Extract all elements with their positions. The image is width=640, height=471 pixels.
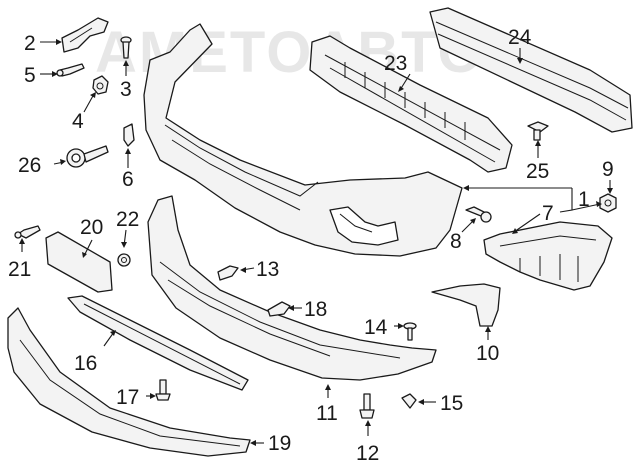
callout-3: 3: [120, 78, 132, 101]
callout-4: 4: [72, 110, 84, 133]
callout-13: 13: [256, 258, 279, 281]
part-23-absorber: [309, 35, 513, 173]
part-22-nut: [117, 253, 131, 267]
part-14-screw: [403, 322, 417, 341]
part-9-nut: [599, 193, 617, 213]
callout-9: 9: [602, 158, 614, 181]
callout-26: 26: [18, 154, 41, 177]
callout-15: 15: [440, 392, 463, 415]
callout-17: 17: [116, 386, 139, 409]
callout-20: 20: [80, 216, 103, 239]
callout-24: 24: [508, 26, 532, 49]
callout-16: 16: [74, 352, 97, 375]
part-11-lower-bumper: [147, 195, 437, 381]
callout-21: 21: [8, 258, 31, 281]
callout-18: 18: [304, 298, 327, 321]
part-12-bolt: [359, 393, 375, 419]
callout-1: 1: [578, 188, 590, 211]
part-5-screw: [56, 63, 85, 77]
callout-5: 5: [24, 64, 36, 87]
part-13-clip: [217, 265, 239, 281]
part-1-bumper-cover: [143, 23, 463, 257]
part-16-lower-trim: [67, 295, 249, 391]
callout-23: 23: [384, 52, 407, 75]
callout-19: 19: [268, 432, 291, 455]
callout-12: 12: [356, 442, 379, 465]
callout-11: 11: [316, 402, 338, 425]
part-15-clip: [401, 393, 417, 409]
part-6-clip: [123, 123, 135, 147]
callout-numbers: 2 5 3 4 26 6 23 24 25 9 1 7 8 10 20 22 2…: [8, 26, 614, 465]
part-4-nut: [92, 75, 109, 95]
callout-14: 14: [364, 316, 388, 339]
part-21-screw: [14, 225, 41, 239]
callout-22: 22: [116, 208, 139, 231]
part-2-bracket: [61, 17, 109, 53]
callout-2: 2: [24, 32, 36, 55]
part-26-tow-eye: [66, 145, 109, 168]
part-10-bezel: [431, 283, 501, 327]
part-20-license-bracket: [45, 231, 113, 293]
part-19-lower-spoiler: [7, 307, 251, 457]
callout-6: 6: [122, 168, 134, 191]
part-3-bolt: [120, 36, 132, 59]
part-25-bolt: [527, 121, 549, 141]
callout-25: 25: [526, 160, 549, 183]
callout-10: 10: [476, 342, 499, 365]
part-7-side-bracket: [483, 221, 613, 291]
callout-8: 8: [450, 230, 462, 253]
part-24-reinforcement-beam: [429, 7, 633, 133]
callout-7: 7: [542, 202, 554, 225]
part-8-bolt: [465, 206, 492, 223]
part-17-bolt: [155, 379, 171, 401]
part-18-clip: [267, 301, 291, 317]
leader-lines: [19, 39, 613, 446]
